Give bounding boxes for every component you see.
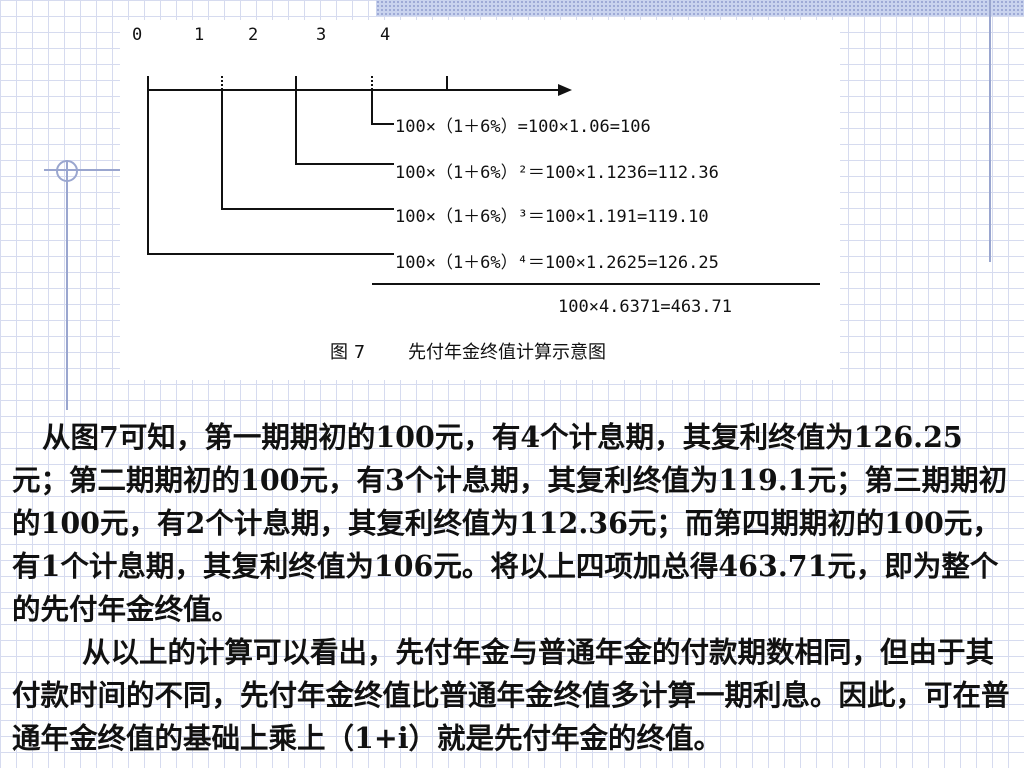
future-value-formula: 100×（1＋6%）=100×1.06=106	[395, 117, 651, 137]
timeline-arrowhead-icon	[558, 84, 572, 96]
top-decorative-bar	[376, 0, 1024, 16]
timeline-tick-label: 4	[380, 25, 390, 45]
future-value-formula: 100×（1＋6%）²＝100×1.1236=112.36	[395, 163, 719, 183]
explanation-text: 从图7可知，第一期期初的100元，有4个计息期，其复利终值为126.25元；第二…	[12, 416, 1012, 760]
payment-connector	[371, 90, 394, 125]
timeline-tick-label: 2	[248, 25, 258, 45]
left-decorative-line	[66, 160, 68, 410]
payment-connector	[295, 90, 394, 165]
right-decorative-line	[989, 0, 991, 262]
explanation-paragraph: 从图7可知，第一期期初的100元，有4个计息期，其复利终值为126.25元；第二…	[12, 420, 1008, 626]
future-value-formula: 100×（1＋6%）³＝100×1.191=119.10	[395, 207, 709, 227]
timeline-tick-label: 3	[316, 25, 326, 45]
total-formula: 100×4.6371=463.71	[558, 297, 732, 317]
future-value-formula: 100×（1＋6%）⁴＝100×1.2625=126.25	[395, 253, 719, 273]
figure-number: 图 7	[330, 342, 365, 363]
payment-connector	[221, 90, 394, 210]
payment-connector	[147, 90, 394, 255]
timeline-tick-label: 0	[132, 25, 142, 45]
figure-caption: 先付年金终值计算示意图	[408, 342, 606, 363]
explanation-paragraph: 从以上的计算可以看出，先付年金与普通年金的付款期数相同，但由于其付款时间的不同，…	[12, 635, 1010, 755]
annuity-diagram: 0 1 2 3 4 100×（1＋6%）=100×1.06=106 100×（1…	[120, 20, 840, 380]
annuity-diagram-svg: 0 1 2 3 4 100×（1＋6%）=100×1.06=106 100×（1…	[132, 25, 820, 363]
timeline-tick-label: 1	[194, 25, 204, 45]
circle-marker-icon	[56, 160, 78, 182]
